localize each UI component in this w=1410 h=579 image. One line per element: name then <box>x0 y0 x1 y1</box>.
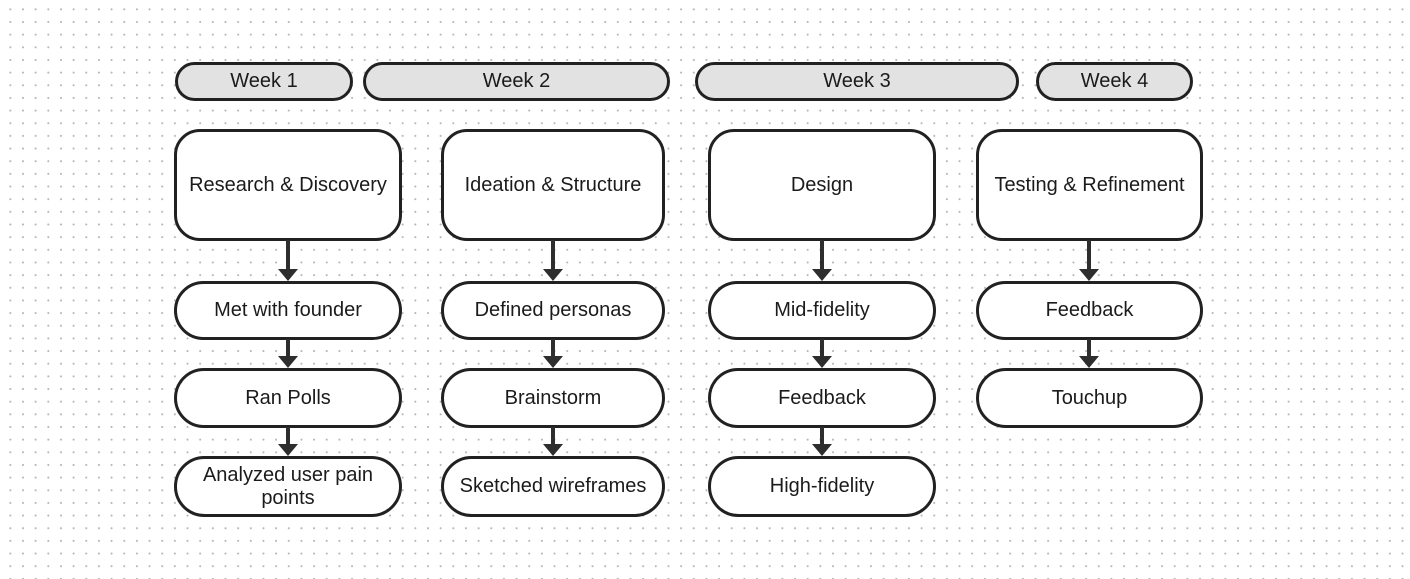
arrow-stem <box>286 427 290 445</box>
task-label: Feedback <box>778 386 866 409</box>
arrow-head-icon <box>1079 356 1099 368</box>
arrow-head-icon <box>278 444 298 456</box>
connector-arrow[interactable] <box>812 427 832 456</box>
phase-node-design[interactable]: Design <box>708 129 936 241</box>
connector-arrow[interactable] <box>543 339 563 368</box>
arrow-head-icon <box>543 269 563 281</box>
task-label: Mid-fidelity <box>774 299 870 322</box>
arrow-stem <box>551 339 555 357</box>
task-node-feedback-design[interactable]: Feedback <box>708 368 936 428</box>
phase-label: Research & Discovery <box>189 173 387 196</box>
task-label: High-fidelity <box>769 475 875 498</box>
phase-node-research-discovery[interactable]: Research & Discovery <box>174 129 402 241</box>
task-node-met-with-founder[interactable]: Met with founder <box>174 281 402 340</box>
phase-label: Design <box>790 173 854 196</box>
task-node-sketched-wireframes[interactable]: Sketched wireframes <box>441 456 665 517</box>
task-label: Ran Polls <box>245 386 331 409</box>
week-label: Week 2 <box>482 70 551 93</box>
phase-node-testing-refinement[interactable]: Testing & Refinement <box>976 129 1203 241</box>
connector-arrow[interactable] <box>543 240 563 281</box>
arrow-stem <box>286 339 290 357</box>
task-node-touchup[interactable]: Touchup <box>976 368 1203 428</box>
task-node-high-fidelity[interactable]: High-fidelity <box>708 456 936 517</box>
phase-label: Testing & Refinement <box>994 173 1185 196</box>
arrow-head-icon <box>812 444 832 456</box>
arrow-stem <box>820 339 824 357</box>
task-node-analyzed-user-pain-points[interactable]: Analyzed user pain points <box>174 456 402 517</box>
connector-arrow[interactable] <box>278 240 298 281</box>
connector-arrow[interactable] <box>812 240 832 281</box>
arrow-stem <box>820 427 824 445</box>
arrow-head-icon <box>1079 269 1099 281</box>
arrow-stem <box>286 240 290 270</box>
week-4-pill[interactable]: Week 4 <box>1036 62 1193 101</box>
week-label: Week 1 <box>230 70 298 93</box>
week-2-pill[interactable]: Week 2 <box>363 62 670 101</box>
week-3-pill[interactable]: Week 3 <box>695 62 1019 101</box>
arrow-stem <box>551 240 555 270</box>
arrow-head-icon <box>543 356 563 368</box>
task-label: Touchup <box>1051 386 1128 409</box>
arrow-stem <box>820 240 824 270</box>
arrow-stem <box>1087 339 1091 357</box>
phase-node-ideation-structure[interactable]: Ideation & Structure <box>441 129 665 241</box>
week-label: Week 4 <box>1080 70 1149 93</box>
task-node-ran-polls[interactable]: Ran Polls <box>174 368 402 428</box>
arrow-head-icon <box>543 444 563 456</box>
arrow-stem <box>1087 240 1091 270</box>
task-node-defined-personas[interactable]: Defined personas <box>441 281 665 340</box>
task-label: Defined personas <box>474 299 632 322</box>
arrow-head-icon <box>278 269 298 281</box>
task-label: Brainstorm <box>504 386 602 409</box>
connector-arrow[interactable] <box>278 427 298 456</box>
arrow-head-icon <box>812 269 832 281</box>
task-node-feedback-testing[interactable]: Feedback <box>976 281 1203 340</box>
arrow-stem <box>551 427 555 445</box>
connector-arrow[interactable] <box>1079 240 1099 281</box>
arrow-head-icon <box>278 356 298 368</box>
arrow-head-icon <box>812 356 832 368</box>
week-1-pill[interactable]: Week 1 <box>175 62 353 101</box>
task-label: Met with founder <box>214 299 362 322</box>
connector-arrow[interactable] <box>1079 339 1099 368</box>
connector-arrow[interactable] <box>543 427 563 456</box>
phase-label: Ideation & Structure <box>464 173 642 196</box>
task-node-brainstorm[interactable]: Brainstorm <box>441 368 665 428</box>
task-label: Analyzed user pain points <box>202 464 374 509</box>
task-label: Sketched wireframes <box>459 475 647 498</box>
task-label: Feedback <box>1045 299 1134 322</box>
task-node-mid-fidelity[interactable]: Mid-fidelity <box>708 281 936 340</box>
connector-arrow[interactable] <box>278 339 298 368</box>
connector-arrow[interactable] <box>812 339 832 368</box>
week-label: Week 3 <box>823 70 891 93</box>
